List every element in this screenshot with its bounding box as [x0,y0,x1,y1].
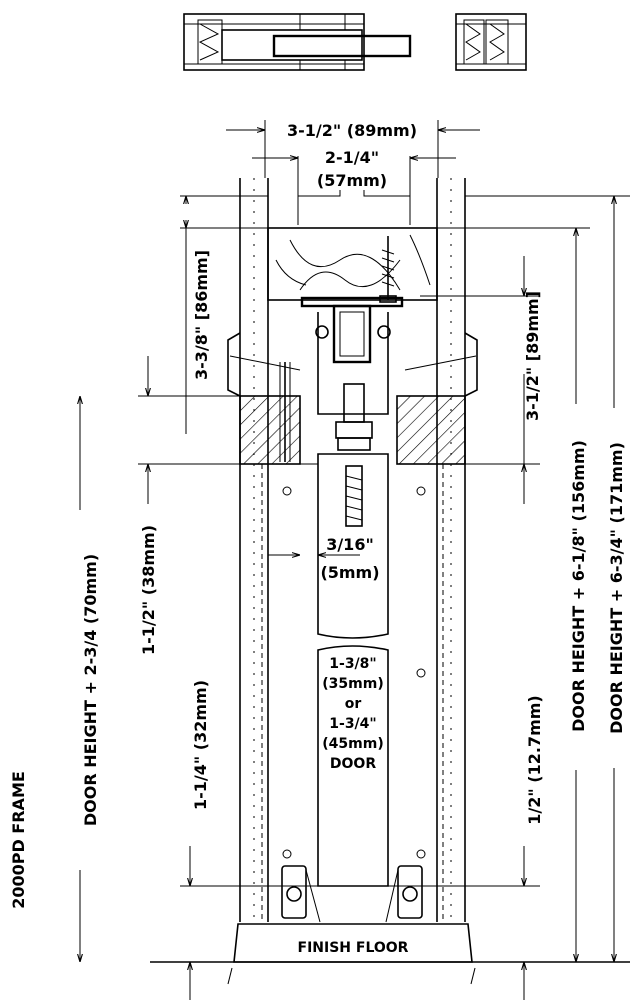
right-dim-127: 1/2" (12.7mm) [388,695,544,1000]
left-dim-38: 1-1/2" (38mm) [138,356,318,655]
dim-32: 1-1/4" (32mm) [191,680,210,810]
door-lower-panel [317,645,389,887]
floor-guide-right [385,865,423,923]
floor-guide-left [281,865,321,923]
right-dim-156: DOOR HEIGHT + 6-1/8" (156mm) [437,227,590,962]
gap-dimension: 3/16" (5mm) [268,535,380,582]
left-dim-70: DOOR HEIGHT + 2-3/4 (70mm) [72,396,100,962]
door-label-6: DOOR [330,756,376,772]
door-upper-panel [317,466,389,639]
finish-floor-label: FINISH FLOOR [298,940,409,956]
door-label-3: or [345,696,362,712]
left-dim-32: 1-1/4" (32mm) [180,680,318,1000]
door-thickness-label: 1-3/8" (35mm) or 1-3/4" (45mm) DOOR [322,656,383,772]
plan-view-left [183,13,412,71]
right-dim-171: DOOR HEIGHT + 6-3/4" (171mm) [465,195,630,962]
dim-38: 1-1/2" (38mm) [139,525,158,655]
frame-label: 2000PD FRAME [9,771,28,909]
dim-86: 3-3/8" [86mm] [192,250,211,380]
dim-top-width: 3-1/2" (89mm) [287,121,417,140]
top-width-dimension: 3-1/2" (89mm) 2-1/4" (57mm) [226,120,480,225]
dim-inner-width-1: 2-1/4" [325,148,379,167]
dim-171: DOOR HEIGHT + 6-3/4" (171mm) [607,442,626,734]
left-mount-ear [227,332,241,397]
side-screw [279,362,291,462]
finish-floor: FINISH FLOOR [150,923,630,985]
frame-left-wall [239,178,269,922]
left-hatched-stop [239,395,301,465]
dim-156: DOOR HEIGHT + 6-1/8" (156mm) [569,440,588,732]
header-wood-block [267,227,438,301]
dim-gap-2: (5mm) [320,563,379,582]
track-hanger-assembly [300,296,404,451]
left-dim-86: 3-3/8" [86mm] [180,195,268,434]
plan-view-right [455,13,527,71]
door-label-4: 1-3/4" [329,716,376,732]
dim-127: 1/2" (12.7mm) [525,695,544,824]
dim-gap-1: 3/16" [326,535,374,554]
dim-inner-width-2: (57mm) [317,171,387,190]
door-top-bracket [317,453,389,527]
dim-70: DOOR HEIGHT + 2-3/4 (70mm) [81,554,100,826]
header-screw [379,236,397,303]
frame-bolts [282,486,426,859]
door-label-5: (45mm) [322,736,383,752]
door-label-1: 1-3/8" [329,656,376,672]
dim-89: 3-1/2" [89mm] [523,291,542,421]
frame-right-wall [436,178,466,922]
right-hatched-stop [396,395,466,465]
door-label-2: (35mm) [322,676,383,692]
right-dim-89: 3-1/2" [89mm] [420,256,542,504]
right-mount-ear [464,332,478,397]
